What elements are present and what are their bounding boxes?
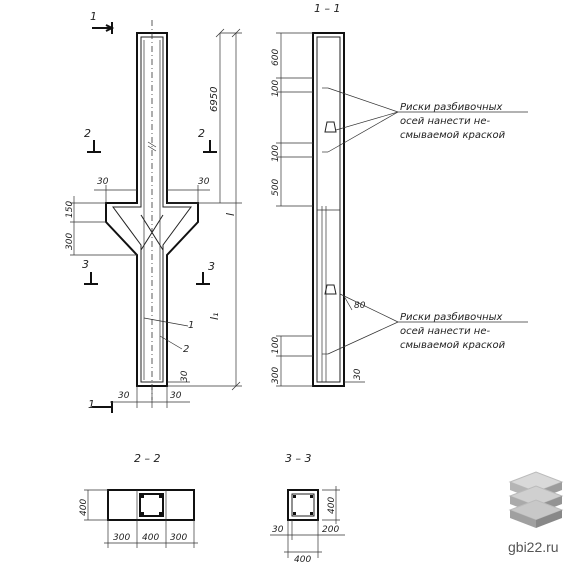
dim-22-400-m: 400	[142, 533, 159, 543]
cut-label-2-left: 2	[84, 127, 91, 140]
dim-300: 300	[65, 233, 75, 250]
dim-300-b: 300	[271, 367, 281, 384]
dim-30-bottom-left: 30	[118, 391, 130, 401]
note-bottom-line3: смываемой краской	[400, 340, 506, 351]
dim-33-400-b: 400	[294, 555, 311, 565]
dim-600: 600	[271, 49, 281, 66]
dim-150: 150	[65, 201, 75, 218]
section-title-3-3: 3 – 3	[285, 452, 312, 465]
dim-l1: l₁	[208, 313, 221, 320]
main-dimensions: 6950 l l₁ 30 30 150 300 30 30 30 1 2	[65, 28, 242, 408]
loop-top	[324, 121, 337, 133]
dim-30-right: 30	[198, 177, 210, 187]
section-1-1-dimensions: 600 100 100 500 100 300 80 30	[271, 32, 366, 387]
cut-label-1b: 1	[88, 398, 95, 411]
cut-mark-1-bottom: 1	[88, 398, 113, 413]
dim-30-11: 30	[353, 368, 363, 380]
dim-22-300-r: 300	[170, 533, 187, 543]
note-leaders	[327, 87, 528, 355]
dim-33-30: 30	[272, 525, 284, 535]
callout-1: 1	[188, 320, 194, 331]
logo-stack-icon	[508, 471, 564, 528]
cut-label-1: 1	[90, 10, 97, 23]
dim-500: 500	[271, 179, 281, 196]
note-bottom: Риски разбивочных осей нанести не- смыва…	[400, 311, 506, 351]
dim-22-300-l: 300	[113, 533, 130, 543]
cut-label-3-right: 3	[208, 260, 215, 273]
note-top-line2: осей нанести не-	[400, 116, 490, 127]
section-2-2-dimensions: 400 300 400 300	[79, 489, 198, 548]
dim-l: l	[224, 213, 237, 216]
dim-6950: 6950	[209, 87, 220, 112]
dim-30-left: 30	[97, 177, 109, 187]
cut-label-3-left: 3	[82, 258, 89, 271]
cut-mark-2: 2 2	[84, 127, 217, 153]
dim-33-400-v: 400	[327, 497, 337, 514]
dim-80: 80	[354, 301, 366, 311]
column-elevation	[105, 20, 199, 400]
section-1-1-view	[312, 32, 345, 387]
note-bottom-line1: Риски разбивочных	[400, 311, 503, 323]
dim-22-400-v: 400	[79, 499, 89, 516]
cut-mark-3: 3 3	[82, 258, 215, 285]
dim-30-vertical: 30	[180, 370, 190, 382]
note-top-line1: Риски разбивочных	[400, 101, 503, 113]
loop-bottom	[324, 284, 337, 295]
section-title-2-2: 2 – 2	[134, 452, 161, 465]
dim-33-200: 200	[322, 525, 339, 535]
section-3-3-dimensions: 400 30 200 400	[270, 486, 345, 565]
callout-2: 2	[183, 344, 189, 355]
dim-100-c: 100	[271, 337, 281, 354]
section-3-3-view	[287, 489, 319, 521]
note-top-line3: смываемой краской	[400, 130, 506, 141]
watermark-text: gbi22.ru	[508, 539, 559, 555]
dim-30-bottom-right: 30	[170, 391, 182, 401]
section-2-2-view	[107, 489, 195, 521]
dim-100-a: 100	[271, 80, 281, 97]
cut-mark-1-top: 1	[90, 10, 115, 34]
section-title-1-1: 1 – 1	[314, 2, 341, 15]
dim-100-b: 100	[271, 145, 281, 162]
note-bottom-line2: осей нанести не-	[400, 326, 490, 337]
cut-label-2-right: 2	[198, 127, 205, 140]
note-top: Риски разбивочных осей нанести не- смыва…	[400, 101, 506, 141]
